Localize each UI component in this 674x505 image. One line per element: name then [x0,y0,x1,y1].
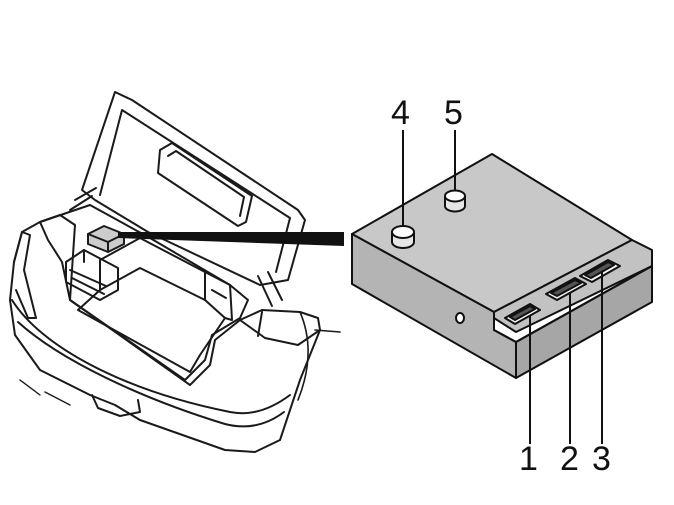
left-tail-light [13,231,37,319]
left-strut [69,187,97,211]
right-tail-light [239,311,321,346]
callout-2: 2 [560,440,579,478]
zoom-leader [118,232,344,246]
trunk-left-compartment-lines [69,249,107,295]
right-strut [257,271,283,307]
trunk-lid-panel-inner [167,150,245,217]
trunk-lid-panel [157,142,253,227]
car-rear-illustration [9,91,341,453]
left-shadow [19,379,71,406]
module-mounting-hole [455,312,465,324]
terminal-4 [391,225,415,249]
right-fender-lines [297,311,341,401]
callout-5: 5 [444,94,463,132]
trunk-lid-inner-edge [99,109,291,273]
callout-4: 4 [391,94,410,132]
control-module [351,153,653,379]
terminal-5 [444,189,466,213]
trunk-left-compartment [65,249,119,301]
license-recess [91,394,141,417]
trunk-right-wall [204,271,233,321]
callout-1: 1 [519,440,538,478]
trunk-module-location [87,225,125,253]
module-step-edge [493,265,653,343]
connector-3 [579,259,621,283]
rear-bumper [11,299,291,428]
callout-3: 3 [592,440,611,478]
connector-2 [545,277,587,301]
trunk-lid [81,91,306,286]
connector-1 [504,303,541,325]
callout-leaders [402,130,603,444]
